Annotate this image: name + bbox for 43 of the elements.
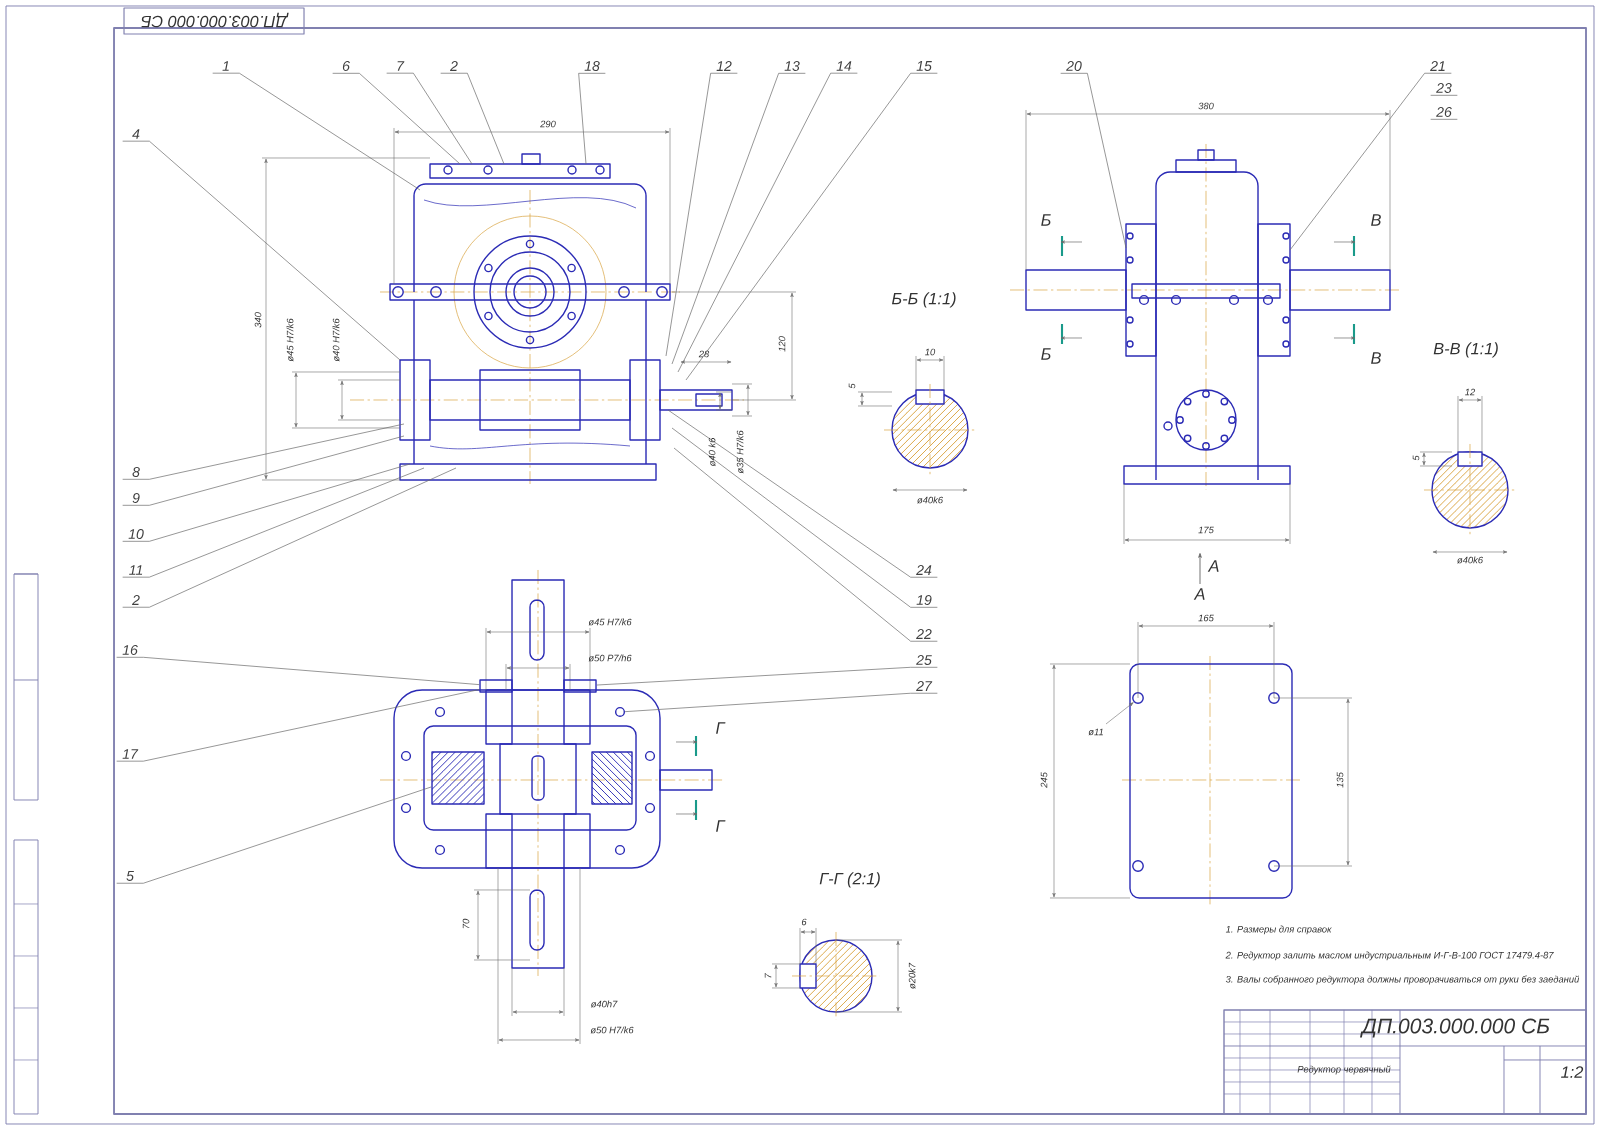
leader-line (122, 140, 401, 361)
section-letter: Б (1041, 214, 1051, 226)
section-title: Б-Б (1:1) (891, 292, 956, 308)
leader-line (1289, 72, 1452, 251)
scale-value: 1:2 (1561, 1066, 1584, 1078)
section-title: Г-Г (2:1) (819, 872, 880, 888)
leader-line (578, 72, 606, 165)
leader-line (116, 786, 432, 884)
leader-line (212, 72, 421, 191)
drawing-number: ДП.003.000.000 СБ (141, 12, 289, 28)
bearing-cap (563, 679, 597, 693)
section-letter: В (1371, 214, 1381, 226)
leader-line (122, 423, 405, 480)
leader-line (596, 666, 938, 686)
leader-line (122, 467, 457, 608)
leader-line (677, 72, 858, 373)
leader-line (685, 72, 938, 381)
leader-line (116, 656, 480, 685)
section-letter: Г (716, 820, 726, 832)
leader-line (122, 467, 425, 578)
leader-line (1060, 72, 1127, 249)
section-letter: Б (1041, 348, 1051, 360)
leader-line (122, 463, 411, 542)
section-letter: В (1371, 352, 1381, 364)
leader-line (673, 447, 938, 642)
drawing-number: ДП.003.000.000 СБ (1360, 1018, 1550, 1038)
bolt-hole (614, 706, 626, 718)
wheel-rim-section (431, 751, 485, 805)
leader-line (671, 427, 938, 608)
leader-line (122, 435, 405, 506)
section-letter: Г (716, 722, 726, 734)
section-title: В-В (1:1) (1433, 342, 1498, 358)
leader-line (624, 692, 938, 712)
view-letter: А (1193, 588, 1205, 600)
leader-line (671, 72, 806, 365)
leader-line (665, 72, 738, 357)
view-letter: А (1207, 560, 1219, 572)
leader-line (386, 72, 473, 165)
bearing-cap (479, 679, 513, 693)
leader-line (667, 409, 938, 578)
leader-line (116, 689, 480, 762)
leader-line (332, 72, 461, 165)
leader-line (440, 72, 505, 165)
